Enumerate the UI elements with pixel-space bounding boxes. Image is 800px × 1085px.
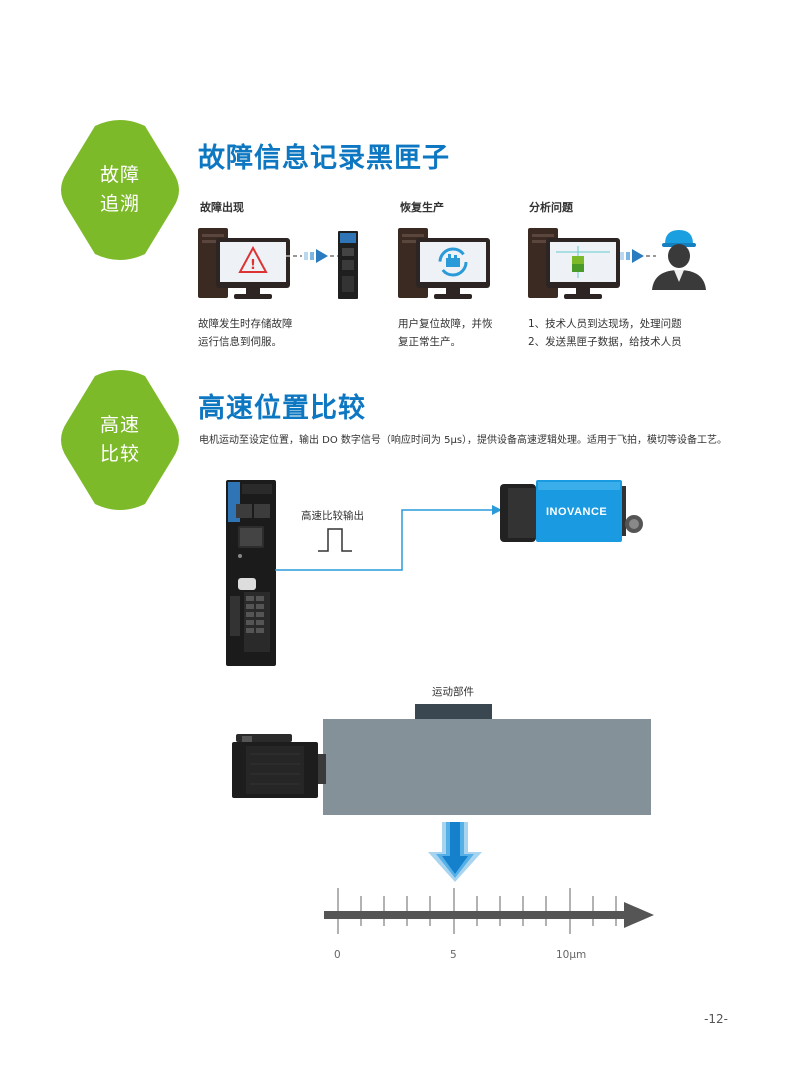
output-label: 高速比较输出 (301, 510, 364, 522)
technician-icon (652, 230, 706, 290)
section-title-compare: 高速位置比较 (198, 393, 366, 424)
camera-icon (500, 480, 643, 542)
section-title-fault: 故障信息记录黑匣子 (198, 143, 450, 174)
camera-brand: INOVANCE (546, 506, 608, 518)
scale-label-10: 10μm (556, 949, 587, 961)
servo-motor-icon (232, 734, 326, 798)
badge-text-2: 高速 比较 (99, 414, 140, 465)
step-label-fault: 故障出现 (200, 201, 244, 214)
step-label-recover: 恢复生产 (400, 201, 444, 214)
scale-label-0: 0 (334, 949, 341, 961)
step-label-analyze: 分析问题 (529, 201, 573, 214)
arrow-right-icon-2 (620, 249, 656, 263)
badge-hexagon-2 (61, 370, 179, 510)
arrow-right-icon (286, 249, 338, 263)
step-desc-recover: 用户复位故障，并恢 复正常生产。 (398, 318, 493, 348)
page-number: -12- (704, 1012, 728, 1026)
moving-part-block (415, 704, 492, 720)
moving-part-label: 运动部件 (432, 686, 474, 698)
svg-text:!: ! (250, 258, 256, 273)
section-description: 电机运动至设定位置，输出 DO 数字信号（响应时间为 5μs），提供设备高速逻辑… (199, 435, 728, 446)
badge-hexagon-1 (61, 120, 179, 260)
signal-path (275, 505, 502, 571)
step-desc-analyze: 1、技术人员到达现场，处理问题 2、发送黑匣子数据，给技术人员 (528, 318, 682, 348)
down-arrow-icon (428, 822, 482, 882)
computer-analysis-icon (528, 228, 620, 299)
computer-reset-icon (398, 228, 490, 299)
badge-text-1: 故障 追溯 (99, 164, 140, 215)
scale-ruler (324, 888, 654, 934)
step-desc-fault: 故障发生时存储故障 运行信息到伺服。 (198, 318, 293, 348)
linear-stage (323, 719, 651, 815)
computer-warning-icon: ! (198, 228, 290, 299)
servo-drive-small-icon (338, 231, 358, 299)
scale-label-5: 5 (450, 949, 457, 961)
servo-drive-icon (226, 480, 276, 666)
